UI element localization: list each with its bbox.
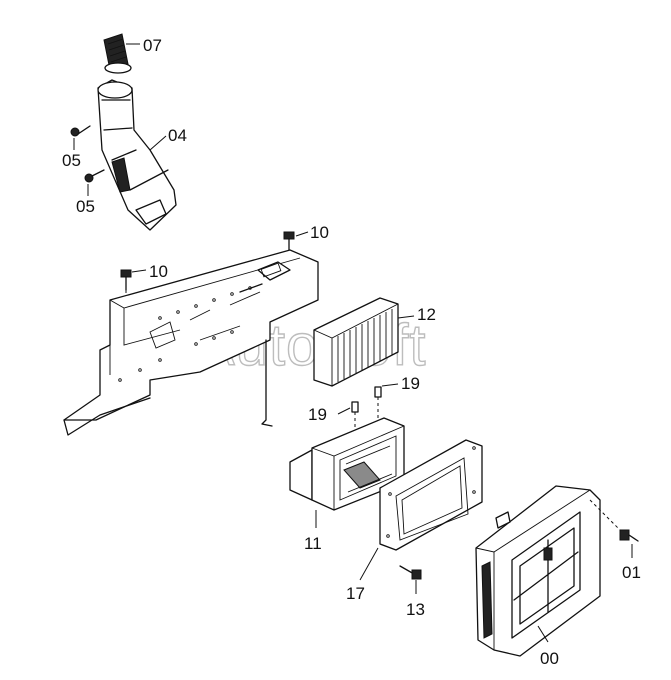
part-01-screw — [589, 499, 639, 542]
part-label-10-lower: 10 — [149, 262, 168, 281]
part-label-07: 07 — [143, 36, 162, 55]
part-13-screw — [399, 565, 422, 580]
part-label-10-upper: 10 — [310, 223, 329, 242]
part-19-pin-right — [374, 386, 382, 425]
mounting-frame — [63, 249, 319, 436]
part-label-05-upper: 05 — [62, 151, 81, 170]
part-label-11: 11 — [304, 534, 322, 553]
part-label-05-lower: 05 — [76, 197, 95, 216]
part-10-bolt-upper — [283, 231, 295, 253]
part-label-13: 13 — [406, 600, 425, 619]
part-label-19-right: 19 — [401, 374, 420, 393]
part-05-screw-upper — [70, 125, 91, 137]
part-label-04: 04 — [168, 126, 187, 145]
part-12-filter — [313, 297, 399, 387]
part-10-bolt-lower — [120, 269, 132, 291]
part-05-screw-lower — [84, 169, 105, 183]
part-label-12: 12 — [417, 305, 436, 324]
part-04-duct — [97, 79, 177, 231]
part-label-00: 00 — [540, 649, 559, 668]
part-label-01: 01 — [622, 563, 641, 582]
part-label-19-left: 19 — [308, 405, 327, 424]
part-label-17: 17 — [346, 584, 365, 603]
part-19-pin-left — [351, 401, 359, 440]
part-00-cover — [475, 485, 601, 657]
leader-lines — [73, 43, 633, 643]
part-17-gasket — [379, 439, 483, 551]
part-07-nozzle — [103, 33, 132, 74]
